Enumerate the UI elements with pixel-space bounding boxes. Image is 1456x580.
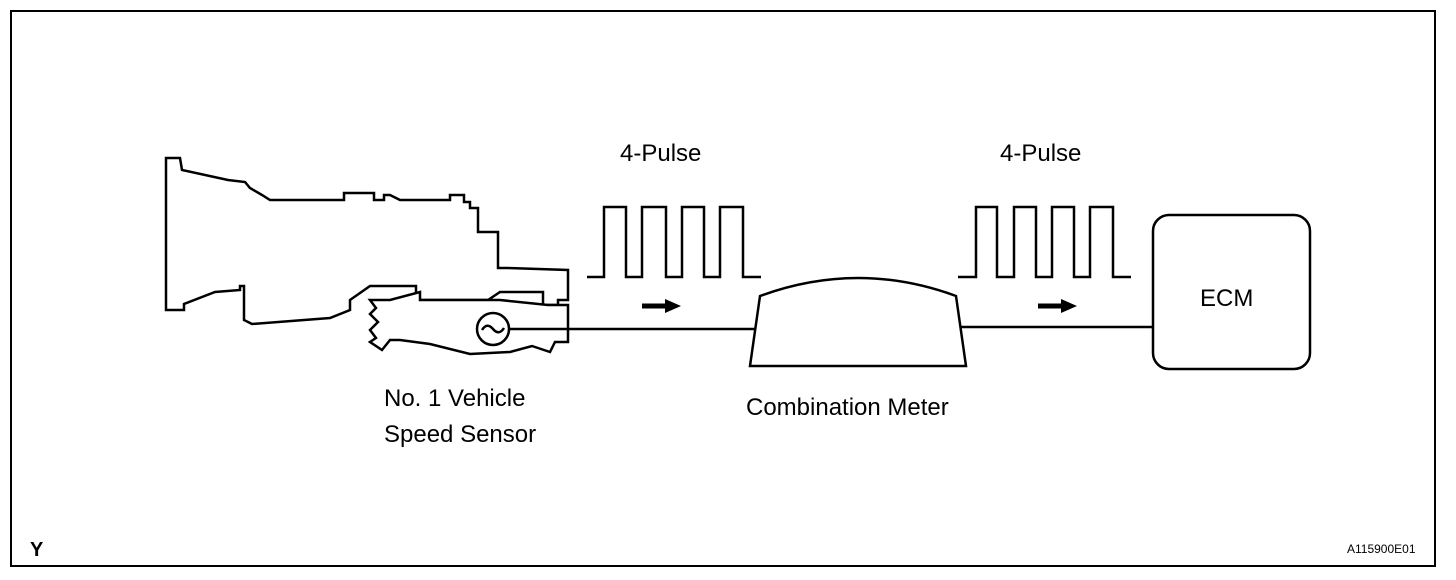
corner-label: Y	[30, 539, 44, 561]
transmission-case	[164, 156, 570, 326]
arrow-right-icon	[642, 299, 681, 313]
frame	[10, 10, 1436, 567]
sine-wave-circle-icon	[480, 324, 506, 334]
pulse-waveform-left	[587, 205, 761, 279]
sensor-housing	[367, 290, 570, 356]
transmission-assembly	[164, 156, 570, 356]
sensor-label-line1: No. 1 Vehicle	[384, 385, 525, 412]
pulse-label-right: 4-Pulse	[1000, 140, 1081, 167]
ecm-label: ECM	[1200, 285, 1253, 312]
pulse-label-left: 4-Pulse	[620, 140, 701, 167]
arrow-right-icon	[1038, 299, 1077, 313]
combination-meter-shape	[748, 276, 968, 368]
pulse-waveform-right	[958, 205, 1131, 279]
figure-id: A115900E01	[1347, 542, 1416, 556]
meter-label: Combination Meter	[746, 394, 949, 421]
ecm-box	[1151, 213, 1312, 371]
sensor-label-line2: Speed Sensor	[384, 421, 536, 448]
